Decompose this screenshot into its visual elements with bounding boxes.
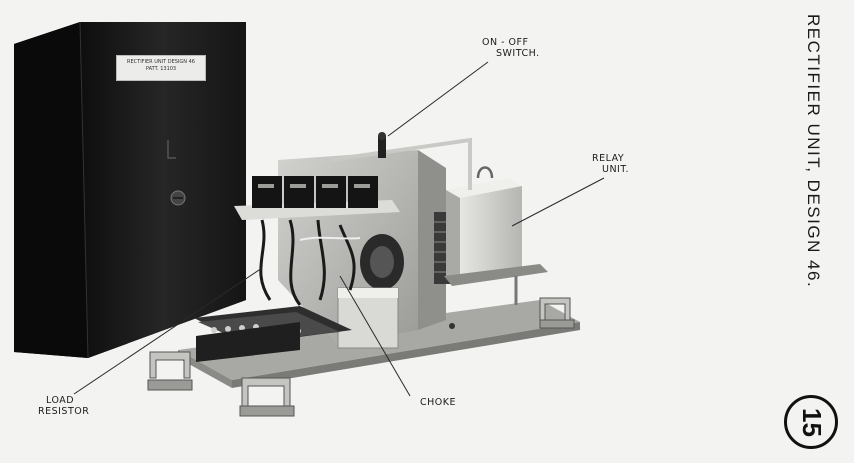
cabinet-nameplate-line2: PATT. 13103: [145, 66, 177, 72]
cabinet-nameplate: RECTIFIER UNIT DESIGN 46 PATT. 13103: [116, 55, 206, 81]
callout-on-off-switch-line1: ON - OFF: [482, 37, 529, 48]
callout-choke: CHOKE: [420, 397, 456, 409]
plate-title: RECTIFIER UNIT, DESIGN 46.: [804, 14, 823, 289]
callout-relay-unit-line2: UNIT.: [602, 163, 630, 175]
choke-component: [337, 287, 399, 349]
callout-relay-unit-line1: RELAY: [592, 153, 625, 164]
callout-relay-unit: RELAY UNIT.: [592, 153, 630, 176]
mounting-feet: [147, 297, 575, 417]
page-number: 15: [796, 407, 827, 437]
page-number-badge: 15: [784, 395, 838, 449]
cabinet-cover: [14, 21, 246, 359]
callout-on-off-switch-line2: SWITCH.: [496, 47, 540, 59]
handle-frame: [329, 132, 472, 190]
callout-load-resistor-line2: RESISTOR: [38, 405, 90, 417]
wiring-harness: [259, 219, 361, 306]
cabinet-nameplate-line1: RECTIFIER UNIT DESIGN 46: [127, 59, 195, 65]
relay-unit-box: [444, 166, 548, 305]
callout-leader-lines: [73, 61, 605, 397]
terminal-strip: [194, 306, 352, 362]
callout-on-off-switch: ON - OFF SWITCH.: [482, 37, 540, 60]
callout-load-resistor-line1: LOAD: [46, 395, 75, 406]
callout-load-resistor: LOAD RESISTOR: [38, 395, 90, 418]
callout-choke-line1: CHOKE: [420, 397, 456, 408]
relay-bank: [234, 176, 400, 220]
